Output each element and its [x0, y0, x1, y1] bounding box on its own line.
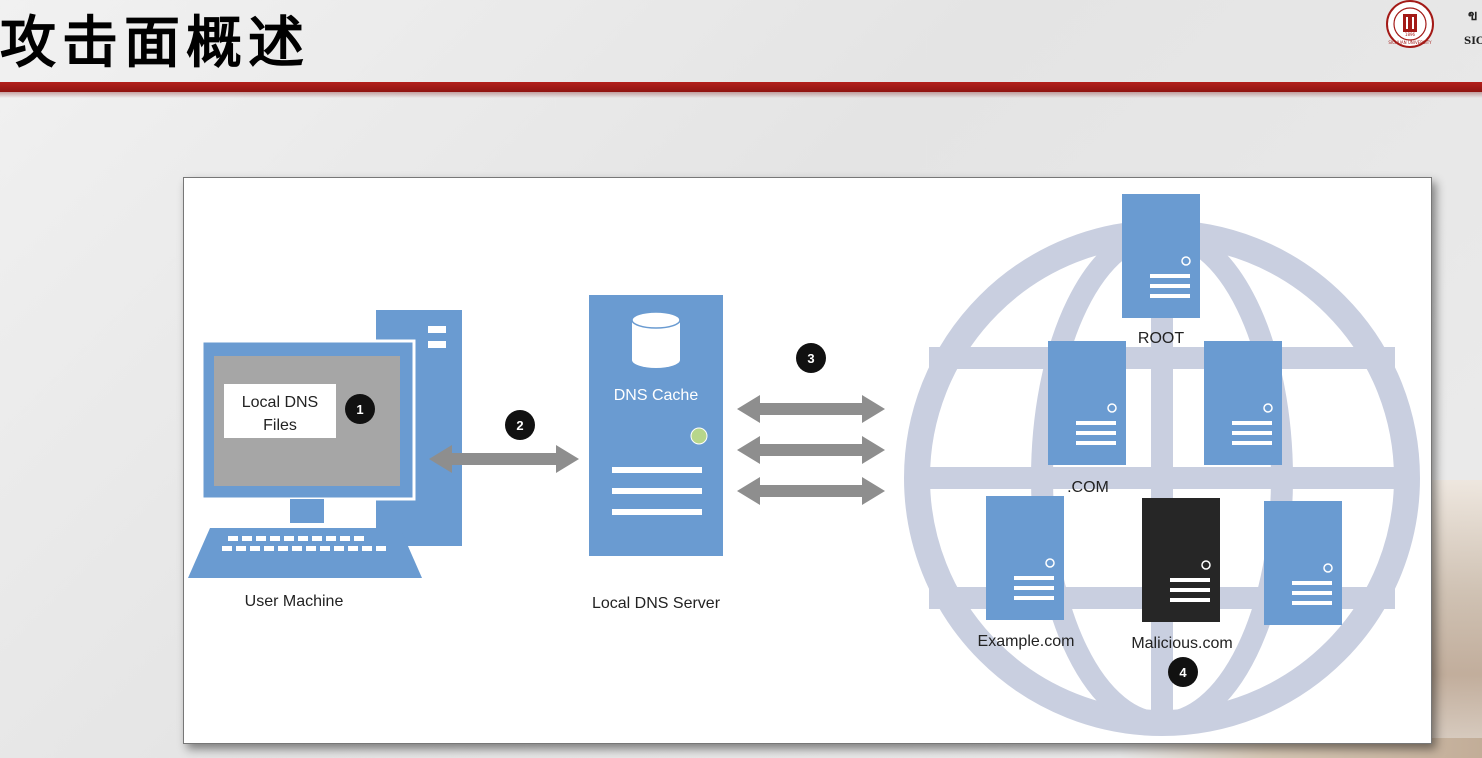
local-dns-files-label-line1: Local DNS — [242, 394, 318, 411]
step-3-marker — [796, 343, 826, 373]
malicious-com-server-label: Malicious.com — [1131, 635, 1232, 652]
local-dns-server-icon — [589, 295, 723, 556]
dns-diagram: Local DNS Files User Machine 1 2 DNS Cac… — [188, 194, 1420, 736]
step-4-marker — [1168, 657, 1198, 687]
logo-seal-text: SICHUAN UNIVERSITY — [1388, 40, 1432, 45]
slide-title: 攻击面概述 — [0, 10, 310, 76]
root-server-icon — [1122, 194, 1200, 318]
header-rule — [0, 82, 1482, 92]
logo-seal-year: 1896 — [1405, 32, 1416, 37]
root-server-label: ROOT — [1138, 330, 1184, 347]
local-dns-server-label: Local DNS Server — [592, 595, 721, 612]
logo-partial-text: SIC — [1464, 36, 1482, 47]
arrow-local-dns-to-internet-1 — [737, 395, 885, 423]
dns-cache-label: DNS Cache — [614, 387, 699, 404]
step-4-number: 4 — [1179, 665, 1187, 680]
com-server-right-icon — [1204, 341, 1282, 465]
step-3-number: 3 — [807, 351, 814, 366]
other-server-icon — [1264, 501, 1342, 625]
svg-text:ข: ข — [1468, 8, 1478, 24]
step-2-marker — [505, 410, 535, 440]
arrow-local-dns-to-internet-2 — [737, 436, 885, 464]
university-logo: SICHUAN UNIVERSITY 1896 ข SIC — [1376, 0, 1482, 74]
malicious-com-server-icon — [1142, 498, 1220, 622]
arrow-local-dns-to-internet-3 — [737, 477, 885, 505]
example-com-server-label: Example.com — [978, 633, 1075, 650]
dns-diagram-panel: Local DNS Files User Machine 1 2 DNS Cac… — [183, 177, 1432, 744]
com-server-label: .COM — [1067, 479, 1109, 496]
example-com-server-icon — [986, 496, 1064, 620]
arrow-user-to-local-dns — [429, 445, 579, 473]
user-machine-icon — [188, 310, 462, 578]
user-machine-label: User Machine — [245, 593, 344, 610]
slide-header: 攻击面概述 SICHUAN UNIVERSITY 1896 ข SIC — [0, 0, 1482, 98]
step-2-number: 2 — [516, 418, 523, 433]
com-server-left-icon — [1048, 341, 1126, 465]
step-1-marker — [345, 394, 375, 424]
header-rule-shadow — [0, 92, 1482, 98]
local-dns-files-label-line2: Files — [263, 417, 297, 434]
step-1-number: 1 — [356, 402, 363, 417]
local-dns-files-box — [224, 384, 336, 438]
